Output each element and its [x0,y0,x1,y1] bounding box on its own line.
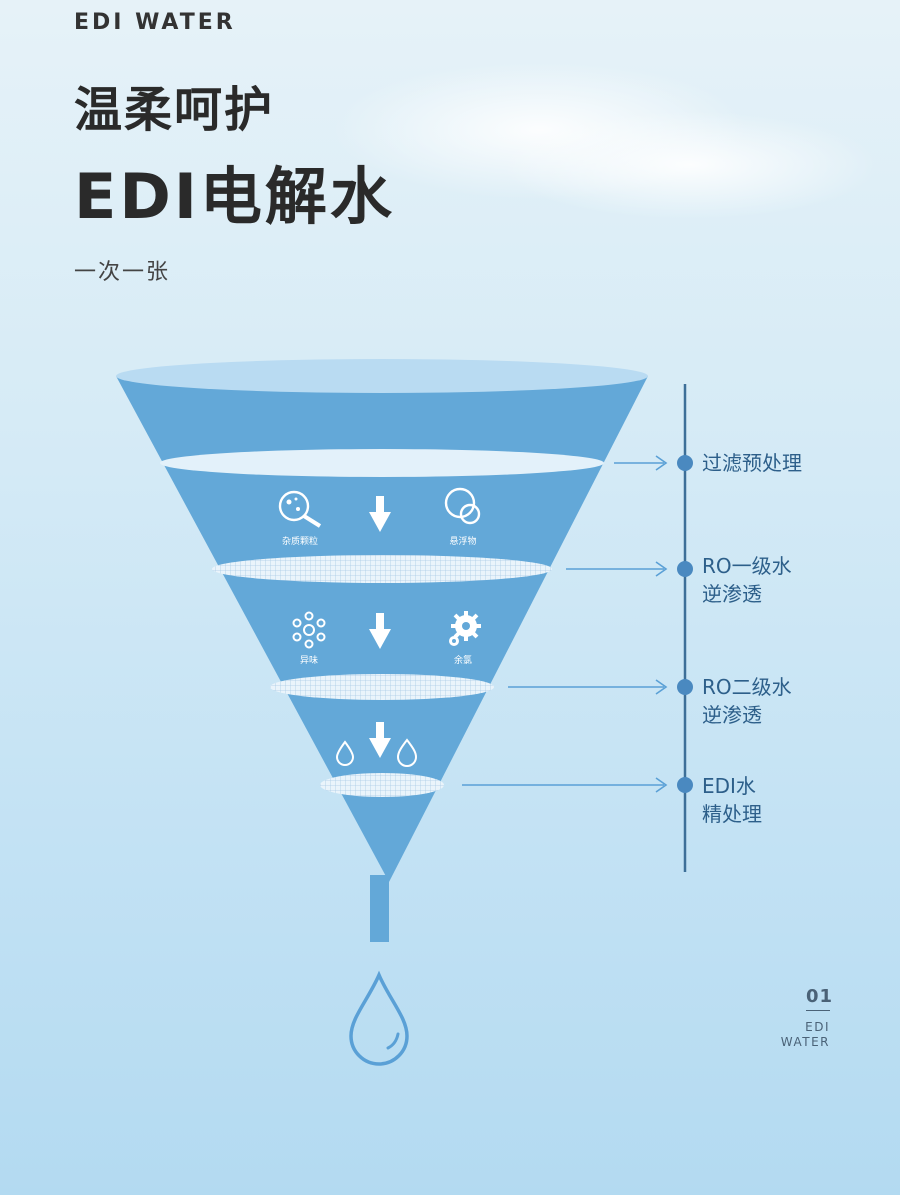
stage-marker [462,777,693,793]
page-divider [806,1010,830,1011]
stage-label-edi: EDI水 精处理 [702,774,762,826]
suspended-label: 悬浮物 [449,535,476,547]
droplet-icon [396,738,418,767]
droplet-icon [335,740,355,766]
page-subtitle: 一次一张 [74,260,171,285]
page-number: 01 [806,986,834,1007]
filter-layer-3 [270,674,494,700]
magnifier-icon [278,490,322,528]
down-arrow-icon [369,496,391,532]
chlorine-label: 余氯 [454,654,472,666]
down-arrow-icon [369,722,391,758]
bubble-icon [444,487,481,525]
down-arrow-icon [369,613,391,649]
odor-label: 异味 [300,654,318,666]
cloud-decoration [500,110,880,220]
water-drop-icon [349,970,409,1066]
filter-layer-2 [212,555,552,583]
stage-label-pretreatment: 过滤预处理 [702,451,802,475]
gear-icon [449,611,481,646]
funnel-rim [116,359,648,393]
stage-marker [508,679,693,695]
page-title: 温柔呵护 [74,82,275,138]
stage-marker [566,561,693,577]
funnel-spout [370,875,389,942]
stage-label-ro-first: RO一级水 逆渗透 [702,554,792,606]
filter-layer-1 [160,449,604,477]
snowflake-icon [292,611,326,649]
stage-label-ro-second: RO二级水 逆渗透 [702,675,792,727]
page-title-main: EDI电解水 [74,160,395,233]
filter-layer-4 [320,773,444,797]
impurity-label: 杂质颗粒 [282,535,318,547]
stage-marker [614,455,693,471]
page-tag: EDI WATER [780,1020,830,1049]
brand-name: EDI WATER [74,10,236,35]
water-drop-highlight [386,1032,400,1050]
